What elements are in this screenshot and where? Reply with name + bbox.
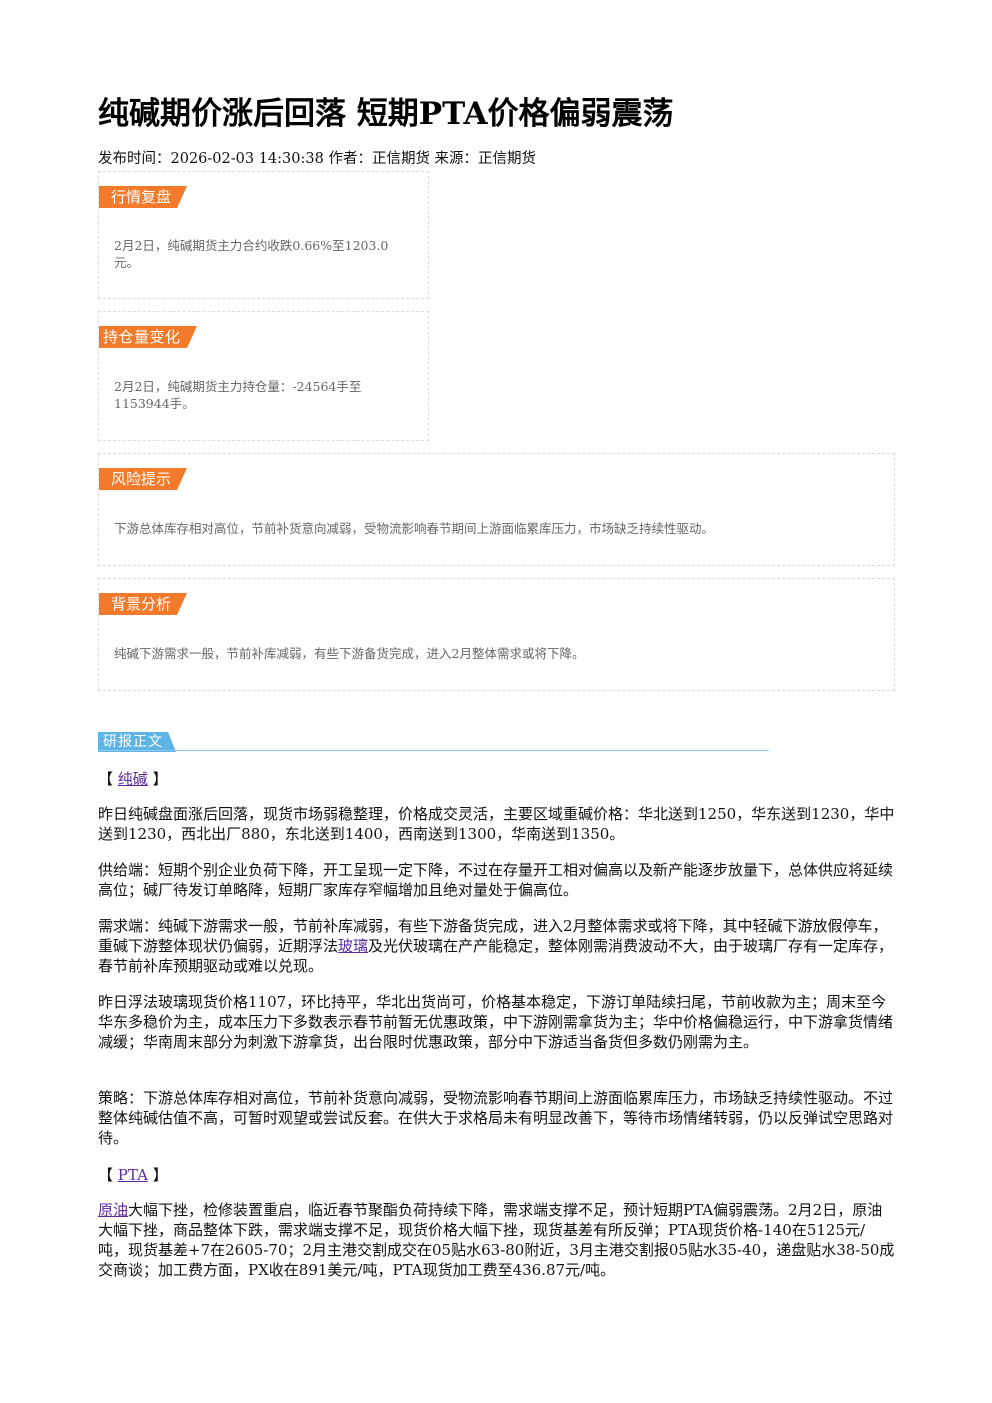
background-text: 纯碱下游需求一般，节前补库减弱，有些下游备货完成，进入2月整体需求或将下降。 bbox=[114, 646, 585, 661]
article-meta: 发布时间：2026-02-03 14:30:38 作者：正信期货 来源：正信期货 bbox=[98, 151, 537, 167]
bracket-close: 】 bbox=[152, 1166, 168, 1184]
background-box: 背景分析 纯碱下游需求一般，节前补库减弱，有些下游备货完成，进入2月整体需求或将… bbox=[98, 578, 895, 691]
market-review-box: 行情复盘 2月2日，纯碱期货主力合约收跌0.66%至1203.0元。 bbox=[98, 171, 429, 299]
position-change-text: 2月2日，纯碱期货主力持仓量：-24564手至1153944手。 bbox=[114, 379, 362, 411]
soda-p3-text-before: 需求端：纯碱下游需求一般，节前补库减弱，有些下游备货完成，进入2月整体需求或将下… bbox=[98, 917, 888, 955]
position-change-tag: 持仓量变化 bbox=[99, 326, 196, 348]
bracket-close: 】 bbox=[152, 770, 168, 788]
market-review-tag: 行情复盘 bbox=[99, 186, 188, 208]
pta-link[interactable]: PTA bbox=[117, 1166, 148, 1184]
soda-paragraph-5: 策略：下游总体库存相对高位，节前补货意向减弱，受物流影响春节期间上游面临累库压力… bbox=[98, 1089, 894, 1147]
soda-paragraph-3: 需求端：纯碱下游需求一般，节前补库减弱，有些下游备货完成，进入2月整体需求或将下… bbox=[98, 916, 895, 976]
soda-paragraph-4: 昨日浮法玻璃现货价格1107，环比持平，华北出货尚可，价格基本稳定，下游订单陆续… bbox=[98, 993, 894, 1051]
soda-paragraph-1: 昨日纯碱盘面涨后回落，现货市场弱稳整理，价格成交灵活，主要区域重碱价格：华北送到… bbox=[98, 805, 895, 843]
soda-heading: 【 纯碱 】 bbox=[98, 768, 168, 789]
article-title: 纯碱期价涨后回落 短期PTA价格偏弱震荡 bbox=[98, 96, 674, 132]
soda-paragraph-2: 供给端：短期个别企业负荷下降，开工呈现一定下降，不过在存量开工相对偏高以及新产能… bbox=[98, 861, 894, 899]
bracket-open: 【 bbox=[98, 1166, 114, 1184]
pta-heading: 【 PTA 】 bbox=[98, 1164, 168, 1185]
background-tag: 背景分析 bbox=[99, 593, 188, 615]
report-section-tag: 研报正文 bbox=[98, 732, 176, 752]
market-review-text: 2月2日，纯碱期货主力合约收跌0.66%至1203.0元。 bbox=[114, 238, 389, 270]
crude-oil-link[interactable]: 原油 bbox=[98, 1201, 129, 1219]
pta-p1-text: 大幅下挫，检修装置重启，临近春节聚酯负荷持续下降，需求端支撑不足，预计短期PTA… bbox=[98, 1201, 895, 1279]
report-section-divider bbox=[98, 750, 769, 751]
risk-notice-text: 下游总体库存相对高位，节前补货意向减弱，受物流影响春节期间上游面临累库压力，市场… bbox=[114, 521, 715, 536]
glass-link[interactable]: 玻璃 bbox=[338, 937, 369, 955]
risk-notice-box: 风险提示 下游总体库存相对高位，节前补货意向减弱，受物流影响春节期间上游面临累库… bbox=[98, 453, 895, 566]
soda-p3-text-after: 及光伏玻璃在产产能稳定，整体刚需消费波动不大，由于玻璃厂存有一定库存，春节前补库… bbox=[98, 937, 894, 975]
position-change-box: 持仓量变化 2月2日，纯碱期货主力持仓量：-24564手至1153944手。 bbox=[98, 311, 429, 441]
soda-link[interactable]: 纯碱 bbox=[117, 770, 148, 788]
pta-paragraph-1: 原油大幅下挫，检修装置重启，临近春节聚酯负荷持续下降，需求端支撑不足，预计短期P… bbox=[98, 1200, 895, 1280]
bracket-open: 【 bbox=[98, 770, 114, 788]
risk-notice-tag: 风险提示 bbox=[99, 468, 188, 490]
